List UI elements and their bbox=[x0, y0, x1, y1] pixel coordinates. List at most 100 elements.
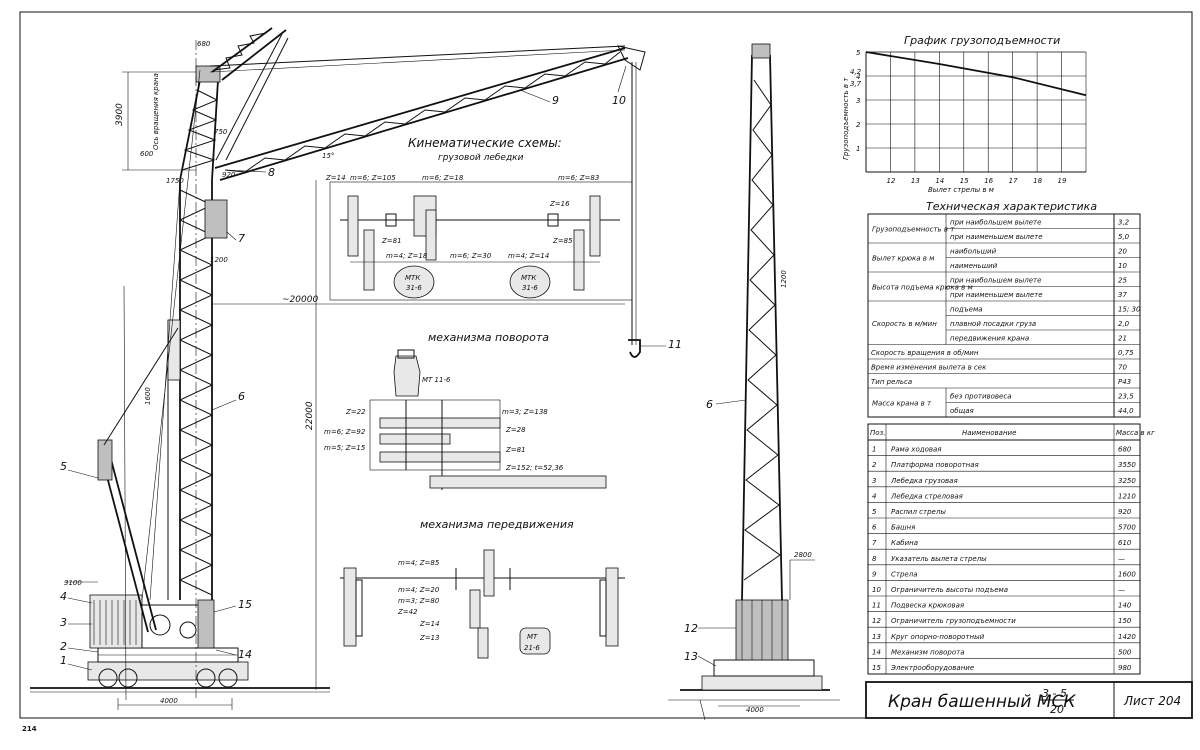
parts-row-pos: 10 bbox=[872, 586, 881, 594]
kinematic-subtitle: грузовой лебедки bbox=[438, 153, 524, 163]
travel-motor-label: МТ bbox=[527, 633, 538, 641]
parts-row-name: Указатель вылета стрелы bbox=[891, 555, 987, 563]
tech-row-param: при наибольшем вылете bbox=[950, 219, 1041, 227]
callout-15: 15 bbox=[238, 598, 252, 611]
parts-row-mass: 920 bbox=[1118, 508, 1132, 516]
tech-row-param: общая bbox=[950, 407, 974, 415]
tower bbox=[167, 65, 228, 600]
tech-row-value: 37 bbox=[1118, 291, 1127, 299]
travel-label-z13: Z=13 bbox=[419, 634, 440, 642]
technical-characteristics: Техническая характеристика Грузоподъемно… bbox=[867, 200, 1141, 418]
tech-row-value: 21 bbox=[1118, 335, 1127, 343]
parts-row-pos: 2 bbox=[872, 461, 877, 469]
dim-1200: 1200 bbox=[210, 256, 228, 264]
title-fraction-top: 3 - 5 bbox=[1042, 687, 1067, 700]
winch-label-m6-z18: m=6; Z=18 bbox=[422, 174, 464, 182]
callout-3: 3 bbox=[60, 616, 67, 629]
tech-row-group: Грузоподъемность в т bbox=[872, 226, 955, 234]
tech-row-value: 23,5 bbox=[1118, 393, 1134, 401]
front-dim-1200: 1200 bbox=[780, 270, 788, 288]
tech-row-param: без противовеса bbox=[950, 393, 1011, 401]
tech-row-value: 3,2 bbox=[1118, 219, 1130, 227]
winch-label-m4-z18: m=4; Z=18 bbox=[386, 252, 428, 260]
front-dim-2800: 2800 bbox=[794, 551, 812, 559]
dim-1750: 1750 bbox=[166, 177, 184, 185]
callout-9: 9 bbox=[552, 94, 559, 107]
callout-14: 14 bbox=[238, 648, 252, 661]
parts-row-mass: 3250 bbox=[1118, 477, 1136, 485]
winch-motor-1-sub: 31-6 bbox=[406, 284, 422, 292]
parts-row-pos: 7 bbox=[872, 539, 877, 547]
parts-row-mass: — bbox=[1118, 555, 1125, 563]
winch-label-m6-z105: m=6; Z=105 bbox=[350, 174, 396, 182]
tech-row-value: 5,0 bbox=[1118, 233, 1130, 241]
tech-row-param: наибольший bbox=[950, 248, 997, 256]
tech-row-group: Скорость вращения в об/мин bbox=[871, 349, 979, 357]
chart-xtick-label: 16 bbox=[984, 177, 993, 185]
travel-title: механизма передвижения bbox=[420, 518, 574, 531]
chart-title: График грузоподъемности bbox=[904, 34, 1060, 47]
chart-xtick-label: 12 bbox=[886, 177, 895, 185]
tech-row-group: Тип рельса bbox=[871, 378, 912, 386]
winch-label-z16: Z=16 bbox=[549, 200, 570, 208]
travel-label-m3-z80: m=3; Z=80 bbox=[398, 597, 440, 605]
winch-motor-2 bbox=[509, 265, 551, 299]
parts-row-name: Лебедка грузовая bbox=[890, 477, 958, 485]
dim-15-deg: 15° bbox=[322, 152, 334, 160]
winch-label-m6-z83: m=6; Z=83 bbox=[558, 174, 599, 182]
parts-header-pos: Поз. bbox=[870, 429, 886, 437]
parts-row-name: Платформа поворотная bbox=[891, 461, 979, 469]
tech-row-group: Время изменения вылета в сек bbox=[871, 364, 987, 372]
parts-row-mass: 500 bbox=[1118, 648, 1132, 656]
dim-680: 680 bbox=[197, 40, 211, 48]
tech-row-value: 2,0 bbox=[1118, 320, 1130, 328]
rot-label-m3-z138: m=3; Z=138 bbox=[502, 408, 548, 416]
callout-13: 13 bbox=[684, 650, 698, 663]
parts-row-mass: 1210 bbox=[1118, 492, 1136, 500]
front-view-crane: 1200 2800 4000 6 12 13 bbox=[668, 43, 840, 721]
page-number: 214 bbox=[22, 725, 37, 733]
tech-row-value: 70 bbox=[1118, 364, 1127, 372]
parts-row-mass: 140 bbox=[1118, 602, 1132, 610]
tech-row-group: Высота подъема крюка в м bbox=[872, 284, 973, 292]
callout-5: 5 bbox=[60, 460, 67, 473]
rotating-platform bbox=[89, 594, 215, 649]
chart-xtick-label: 14 bbox=[935, 177, 944, 185]
callout-4: 4 bbox=[60, 590, 67, 603]
chart-ytick-extra: 4,2 bbox=[850, 68, 862, 76]
travel-label-m4-z20: m=4; Z=20 bbox=[398, 586, 440, 594]
callout-6: 6 bbox=[238, 390, 245, 403]
tech-row-param: передвижения крана bbox=[950, 335, 1029, 343]
parts-row-name: Лебедка стреловая bbox=[890, 492, 963, 500]
chart-xtick-label: 15 bbox=[960, 177, 969, 185]
parts-row-mass: 5700 bbox=[1118, 524, 1136, 532]
travel-motor-sub: 21-6 bbox=[524, 644, 540, 652]
callout-2: 2 bbox=[60, 640, 67, 653]
parts-row-pos: 9 bbox=[872, 570, 877, 578]
parts-row-pos: 8 bbox=[872, 555, 877, 563]
parts-row-mass: 1420 bbox=[1118, 633, 1136, 641]
title-fraction-bottom: 20 bbox=[1050, 703, 1064, 716]
parts-row-pos: 14 bbox=[872, 648, 881, 656]
rot-label-z22: Z=22 bbox=[345, 408, 366, 416]
rotation-title: механизма поворота bbox=[428, 331, 549, 344]
tech-row-param: при наименьшем вылете bbox=[950, 233, 1043, 241]
parts-row-name: Электрооборудование bbox=[890, 664, 974, 672]
undercarriage bbox=[87, 647, 249, 688]
parts-row-mass: 610 bbox=[1118, 539, 1132, 547]
chart-xtick-label: 13 bbox=[911, 177, 920, 185]
travel-mechanism-scheme: механизма передвижения МТ 21-6 m=4; Z=85… bbox=[340, 518, 625, 659]
parts-row-name: Стрела bbox=[891, 570, 917, 578]
parts-row-name: Подвеска крюковая bbox=[891, 602, 964, 610]
parts-row-mass: — bbox=[1118, 586, 1125, 594]
tech-row-param: при наименьшем вылете bbox=[950, 291, 1043, 299]
sheet-number: Лист 204 bbox=[1123, 694, 1181, 708]
parts-row-pos: 4 bbox=[872, 492, 876, 500]
chart-xlabel: Вылет стрелы в м bbox=[928, 186, 995, 194]
capacity-chart: График грузоподъемности Грузоподъемность… bbox=[842, 34, 1087, 194]
chart-xtick-label: 17 bbox=[1009, 177, 1018, 185]
cargo-winch-scheme: МТК 31-6 МТК 31-6 Z=14 m=6; Z=105 m=6; Z… bbox=[325, 174, 633, 301]
chart-ytick-label: 3 bbox=[856, 97, 860, 105]
parts-row-name: Круг опорно-поворотный bbox=[891, 633, 985, 641]
